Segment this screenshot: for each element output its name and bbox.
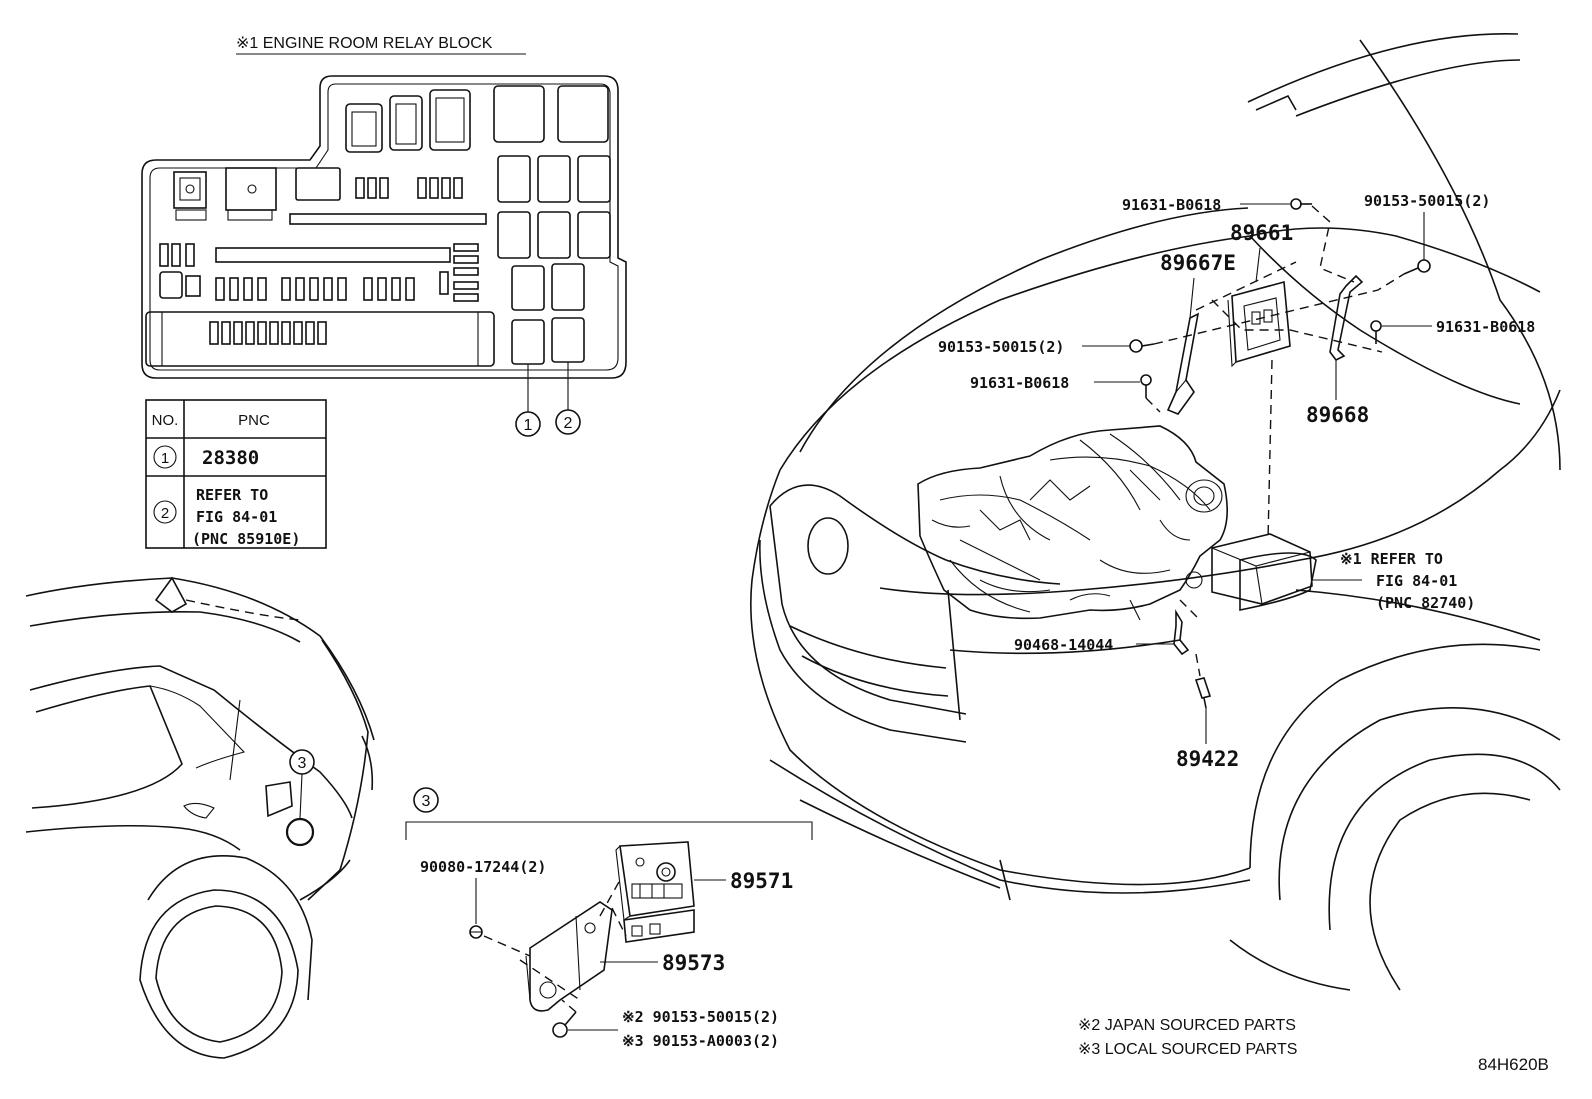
refer-note-line-3: (PNC 82740) — [1376, 594, 1475, 612]
callout-2-circle — [555, 409, 581, 435]
detail-3: 3 89571 89573 — [405, 787, 813, 1050]
pnc-row-2-line-1: REFER TO — [196, 486, 268, 504]
clamp-90468-14044 — [1173, 609, 1190, 656]
bolt-91631-top — [1290, 198, 1312, 210]
bracket-89573 — [525, 901, 613, 1012]
callout-3-detail-circle — [413, 787, 439, 813]
engine-room-relay-block — [1185, 533, 1313, 605]
engine — [917, 425, 1228, 621]
pnc-table-header-no: NO. — [152, 412, 179, 429]
pnc-row-1-no: 1 — [161, 450, 169, 467]
relay-block-connector — [145, 311, 495, 367]
ecu-89571 — [615, 841, 695, 943]
pnc-row-2-line-2: FIG 84-01 — [196, 508, 277, 526]
bolt-90153-left — [1129, 339, 1155, 353]
bolt-91631-right — [1370, 320, 1382, 344]
label-89571: 89571 — [730, 869, 793, 893]
pnc-row-2-no: 2 — [161, 505, 169, 522]
callout-3-detail-number: 3 — [422, 793, 431, 810]
legend-local-sourced: ※3 LOCAL SOURCED PARTS — [1078, 1041, 1297, 1058]
label-90153-a0003-detail: ※3 90153-A0003(2) — [622, 1032, 779, 1050]
label-90153-50015-left: 90153-50015(2) — [938, 338, 1064, 356]
bolt-90153-right — [1403, 259, 1431, 275]
label-91631-b0618-top: 91631-B0618 — [1122, 196, 1221, 214]
pnc-row-2-line-3: (PNC 85910E) — [192, 530, 300, 548]
relay-block: ※1 ENGINE ROOM RELAY BLOCK — [141, 35, 627, 437]
relay-block-fuses — [159, 167, 487, 302]
pnc-table: NO. PNC 1 28380 2 REFER TO FIG 84-01 (PN… — [145, 399, 327, 549]
label-90153-50015-right: 90153-50015(2) — [1364, 192, 1490, 210]
bracket-89668 — [1329, 274, 1364, 362]
callout-1-circle — [515, 411, 541, 437]
bracket-89667e — [1166, 312, 1200, 415]
bolt-90153-detail — [552, 1011, 577, 1038]
relay-block-title: ※1 ENGINE ROOM RELAY BLOCK — [236, 35, 493, 52]
label-90080-17244: 90080-17244(2) — [420, 858, 546, 876]
label-89668: 89668 — [1306, 403, 1369, 427]
detail-3-bracket-line — [405, 821, 813, 840]
refer-note-line-1: ※1 REFER TO — [1340, 550, 1443, 568]
relay-28380 — [511, 319, 545, 365]
front-vehicle-view: ※1 REFER TO FIG 84-01 (PNC 82740) 89661 … — [750, 32, 1561, 991]
leader-89661 — [1255, 247, 1261, 283]
relay-85910e — [551, 317, 585, 363]
relay-block-top-relays — [345, 85, 609, 153]
callout-3-rear-number: 3 — [298, 755, 307, 772]
label-89573: 89573 — [662, 951, 725, 975]
callout-3-leader — [299, 773, 303, 819]
rear-vehicle-view: 3 — [25, 576, 375, 1059]
label-90468-14044: 90468-14044 — [1014, 636, 1113, 654]
sensor-location-marker — [285, 817, 315, 847]
callout-3-rear-circle — [289, 749, 315, 775]
nut-90080-17244 — [469, 925, 483, 939]
pnc-row-1-value: 28380 — [202, 447, 259, 469]
leader-89667e — [1189, 277, 1195, 319]
relay-block-terminals — [173, 167, 277, 221]
figure-code: 84H620B — [1478, 1055, 1549, 1074]
sensor-89422 — [1194, 677, 1212, 709]
label-89667e: 89667E — [1160, 251, 1236, 275]
emblem — [807, 517, 849, 575]
label-89661: 89661 — [1230, 221, 1293, 245]
callout-1-number: 1 — [524, 417, 533, 434]
bolt-91631-left — [1140, 374, 1152, 398]
legend-japan-sourced: ※2 JAPAN SOURCED PARTS — [1078, 1017, 1296, 1034]
relay-block-inner-outline — [149, 83, 619, 371]
legend: ※2 JAPAN SOURCED PARTS ※3 LOCAL SOURCED … — [1078, 1017, 1297, 1058]
refer-note-line-2: FIG 84-01 — [1376, 572, 1457, 590]
ecm-89661 — [1227, 280, 1291, 368]
label-89422: 89422 — [1176, 747, 1239, 771]
relay-block-outline — [141, 75, 627, 379]
label-90153-50015-detail: ※2 90153-50015(2) — [622, 1008, 779, 1026]
pnc-table-header-pnc: PNC — [238, 412, 270, 429]
relay-block-relay-grid — [497, 155, 611, 365]
label-91631-b0618-left: 91631-B0618 — [970, 374, 1069, 392]
label-91631-b0618-right: 91631-B0618 — [1436, 318, 1535, 336]
callout-2-number: 2 — [564, 415, 573, 432]
